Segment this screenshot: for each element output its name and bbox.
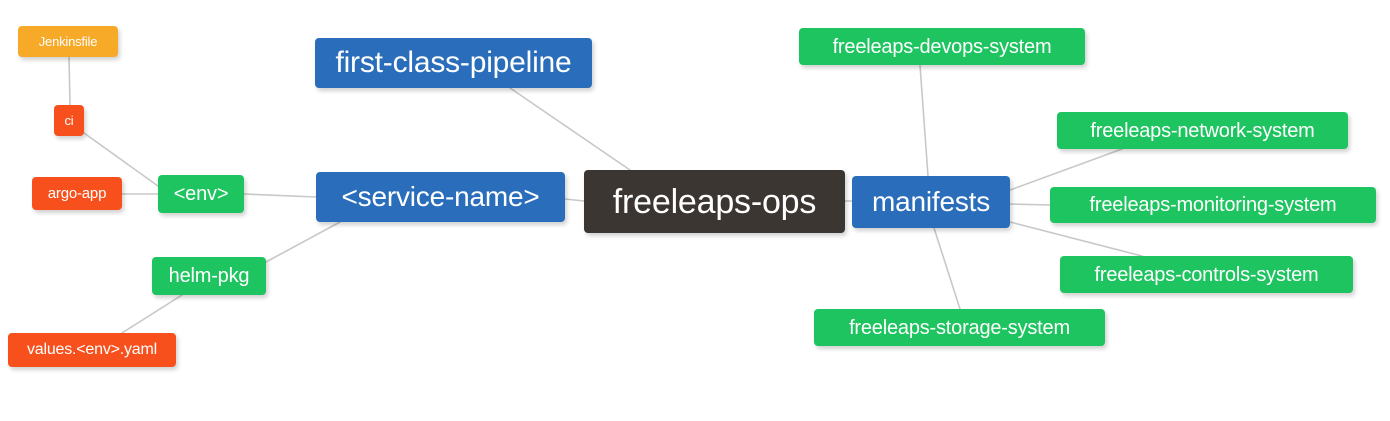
edge-manifests-to-freeleaps-monitoring-system: [1009, 203, 1051, 206]
node-label-freeleaps-storage-system: freeleaps-storage-system: [849, 316, 1070, 339]
node-label-freeleaps-controls-system: freeleaps-controls-system: [1094, 263, 1319, 286]
node-values-yaml[interactable]: values.<env>.yaml: [8, 333, 176, 367]
edge-first-class-pipeline-to-freeleaps-ops: [509, 87, 631, 171]
node-label-helm-pkg: helm-pkg: [168, 265, 250, 287]
node-jenkinsfile[interactable]: Jenkinsfile: [18, 26, 118, 57]
node-ci[interactable]: ci: [54, 105, 84, 136]
node-freeleaps-network-system[interactable]: freeleaps-network-system: [1057, 112, 1348, 149]
node-label-jenkinsfile: Jenkinsfile: [38, 34, 98, 49]
edge-env-to-service-name: [243, 193, 317, 198]
edge-manifests-to-freeleaps-storage-system: [933, 227, 961, 310]
node-freeleaps-storage-system[interactable]: freeleaps-storage-system: [814, 309, 1105, 346]
edge-helm-pkg-to-values-yaml: [121, 294, 183, 334]
node-env[interactable]: <env>: [158, 175, 244, 213]
node-label-service-name: <service-name>: [341, 181, 540, 212]
edge-jenkinsfile-to-ci: [68, 56, 71, 106]
node-first-class-pipeline[interactable]: first-class-pipeline: [315, 38, 592, 88]
node-label-manifests: manifests: [871, 186, 991, 217]
node-label-freeleaps-ops: freeleaps-ops: [612, 182, 817, 221]
node-label-first-class-pipeline: first-class-pipeline: [335, 46, 572, 79]
edge-service-name-to-helm-pkg: [265, 221, 341, 263]
node-helm-pkg[interactable]: helm-pkg: [152, 257, 266, 295]
node-label-freeleaps-monitoring-system: freeleaps-monitoring-system: [1089, 194, 1337, 216]
node-manifests[interactable]: manifests: [852, 176, 1010, 228]
edge-service-name-to-freeleaps-ops: [564, 198, 585, 202]
edge-manifests-to-freeleaps-controls-system: [1009, 221, 1143, 257]
node-label-values-yaml: values.<env>.yaml: [26, 341, 157, 358]
edge-manifests-to-freeleaps-network-system: [1009, 148, 1123, 191]
node-freeleaps-monitoring-system[interactable]: freeleaps-monitoring-system: [1050, 187, 1376, 223]
node-label-ci: ci: [64, 113, 74, 128]
node-freeleaps-devops-system[interactable]: freeleaps-devops-system: [799, 28, 1085, 65]
node-label-freeleaps-network-system: freeleaps-network-system: [1090, 119, 1315, 142]
edge-manifests-to-freeleaps-devops-system: [919, 64, 929, 177]
node-service-name[interactable]: <service-name>: [316, 172, 565, 222]
node-freeleaps-ops[interactable]: freeleaps-ops: [584, 170, 845, 233]
node-label-argo-app: argo-app: [47, 185, 107, 202]
node-label-freeleaps-devops-system: freeleaps-devops-system: [832, 35, 1052, 58]
node-label-env: <env>: [173, 183, 229, 205]
node-freeleaps-controls-system[interactable]: freeleaps-controls-system: [1060, 256, 1353, 293]
node-argo-app[interactable]: argo-app: [32, 177, 122, 210]
